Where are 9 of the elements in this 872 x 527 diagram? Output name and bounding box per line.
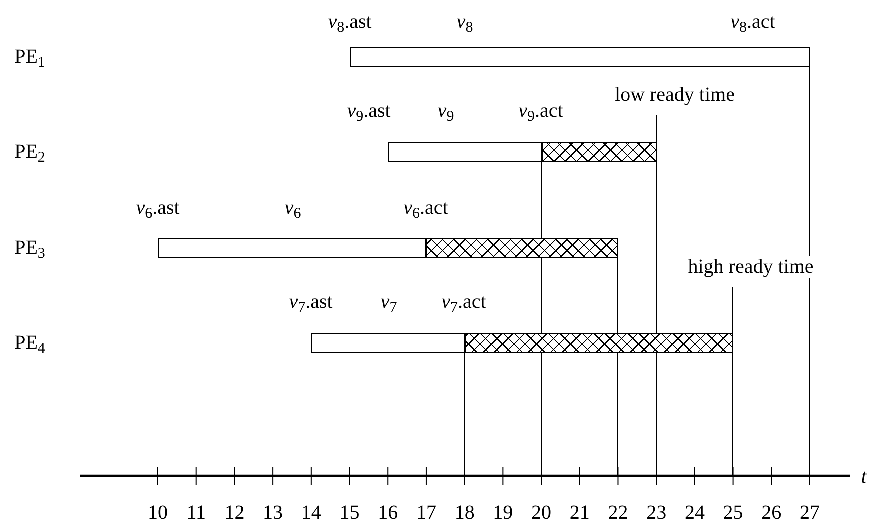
task-bar (158, 238, 426, 258)
hatched-task-bar (542, 142, 657, 162)
hatched-task-bar (426, 238, 618, 258)
hatched-task-bar (464, 333, 734, 353)
task-bar (388, 142, 542, 162)
ready-time-label: low ready time (613, 84, 737, 106)
task-bar (350, 47, 810, 67)
task-bar (311, 333, 465, 353)
ready-time-label: high ready time (686, 256, 816, 278)
